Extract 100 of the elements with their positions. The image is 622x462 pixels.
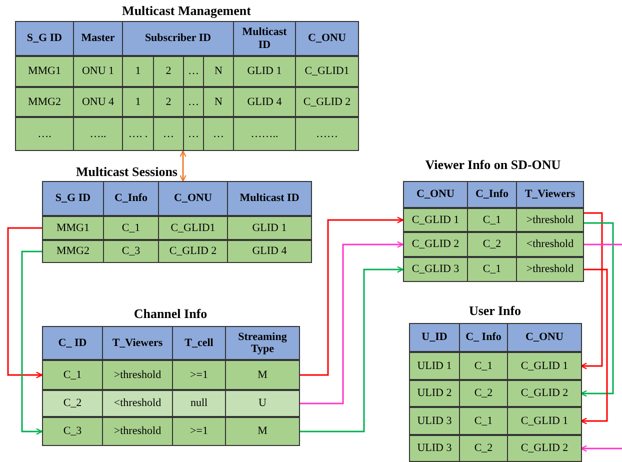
table-cell: C_1 [103,216,159,240]
column-header: Streaming Type [225,326,300,360]
table-cell: ULID 1 [409,352,460,380]
table-row [42,360,299,390]
table-cell: C_1 [459,352,508,380]
table-row [15,56,358,87]
table-row [403,232,583,257]
table-cell: M [225,360,300,390]
table-row [409,352,581,380]
column-header: T_Viewers [516,181,584,208]
connector-arrow [580,268,608,424]
table-cell: C_GLID 3 [403,257,468,282]
connector-arrow [299,216,404,376]
table-cell: ONU 4 [73,87,123,117]
table-row [42,390,299,417]
column-header: C_ONU [507,323,582,352]
table-row [42,216,311,240]
table-cell: …… [295,117,359,151]
table-row [42,417,299,446]
table-cell: … [183,87,204,117]
table-cell: ….. [73,117,123,151]
column-header: Multicast ID [233,21,296,56]
table-cell: GLID 4 [227,240,312,263]
table-row [15,117,358,151]
column-header: C_Info [467,181,517,208]
table-header-row [409,323,581,352]
connector-arrow [580,222,614,397]
table-cell: >threshold [516,257,584,282]
table-cell: C_1 [42,360,103,390]
table-cell: ONU 1 [73,56,123,87]
connector-arrow [299,266,404,432]
table-cell: … [153,117,184,151]
column-header: T_Viewers [102,326,173,360]
table-title: User Info [468,303,522,319]
column-header: Multicast ID [227,181,312,216]
column-header: Master [73,21,123,56]
table-cell: C_GLID 2 [158,240,228,263]
table-row [42,240,311,263]
table-cell: >threshold [516,208,584,232]
column-header: C_ONU [403,181,468,208]
column-header: U_ID [409,323,460,352]
column-header: T_cell [172,326,226,360]
table-cell: …. [15,117,74,151]
table-row [409,435,581,462]
table-cell: 1 [122,87,154,117]
table-title: Multicast Management [121,3,252,19]
table-cell: >threshold [102,360,173,390]
column-header: C_ ID [42,326,103,360]
table-row [403,208,583,232]
table-cell: <threshold [102,390,173,417]
table-cell: N [203,56,234,87]
table-cell: ULID 3 [409,435,460,462]
table-cell: null [172,390,226,417]
table-cell: GLID 1 [227,216,312,240]
column-header: S_G ID [42,181,104,216]
table-cell: C_1 [467,257,517,282]
table-cell: M [225,417,300,446]
table-cell: U [225,390,300,417]
table-cell: MMG2 [15,87,74,117]
table-cell: C_GLID 2 [507,380,582,407]
table-cell: >=1 [172,360,226,390]
table-cell: C_2 [459,435,508,462]
table-cell: C_2 [459,380,508,407]
table-cell: ULID 2 [409,380,460,407]
table-cell: …. . [122,117,154,151]
table-cell: <threshold [516,232,584,257]
table-cell: ULID 3 [409,407,460,435]
table-title: Viewer Info on SD-ONU [424,157,562,173]
table-cell: C_3 [103,240,159,263]
connector-arrow [299,241,404,404]
connector-arrow [7,227,43,378]
table-cell: … [183,56,204,87]
connector-arrow [580,212,603,370]
table-row [403,257,583,282]
table-cell: C_GLID 2 [507,435,582,462]
table-cell: C_3 [42,417,103,446]
table-cell: N [203,87,234,117]
table-cell: C_2 [42,390,103,417]
table-cell: C_GLID1 [158,216,228,240]
table-cell: C_GLID1 [295,56,359,87]
column-header: C_ONU [295,21,359,56]
table-cell: C_GLID 1 [507,352,582,380]
table-title: Multicast Sessions [75,164,178,180]
table-cell: … [183,117,204,151]
table-cell: … [203,117,234,151]
table-cell: C_GLID 2 [295,87,359,117]
table-header-row [42,326,299,360]
table-cell: MMG1 [15,56,74,87]
table-cell: GLID 1 [233,56,296,87]
table-row [409,380,581,407]
column-header: S_G ID [15,21,74,56]
table-cell: C_GLID 2 [403,232,468,257]
table-cell: C_1 [459,407,508,435]
table-cell: MMG1 [42,216,104,240]
table-title: Channel Info [132,306,208,322]
connector-arrow [21,250,43,435]
connector-arrow [580,445,622,452]
table-cell: 2 [153,56,184,87]
column-header: C_ONU [158,181,228,216]
table-cell: 1 [122,56,154,87]
